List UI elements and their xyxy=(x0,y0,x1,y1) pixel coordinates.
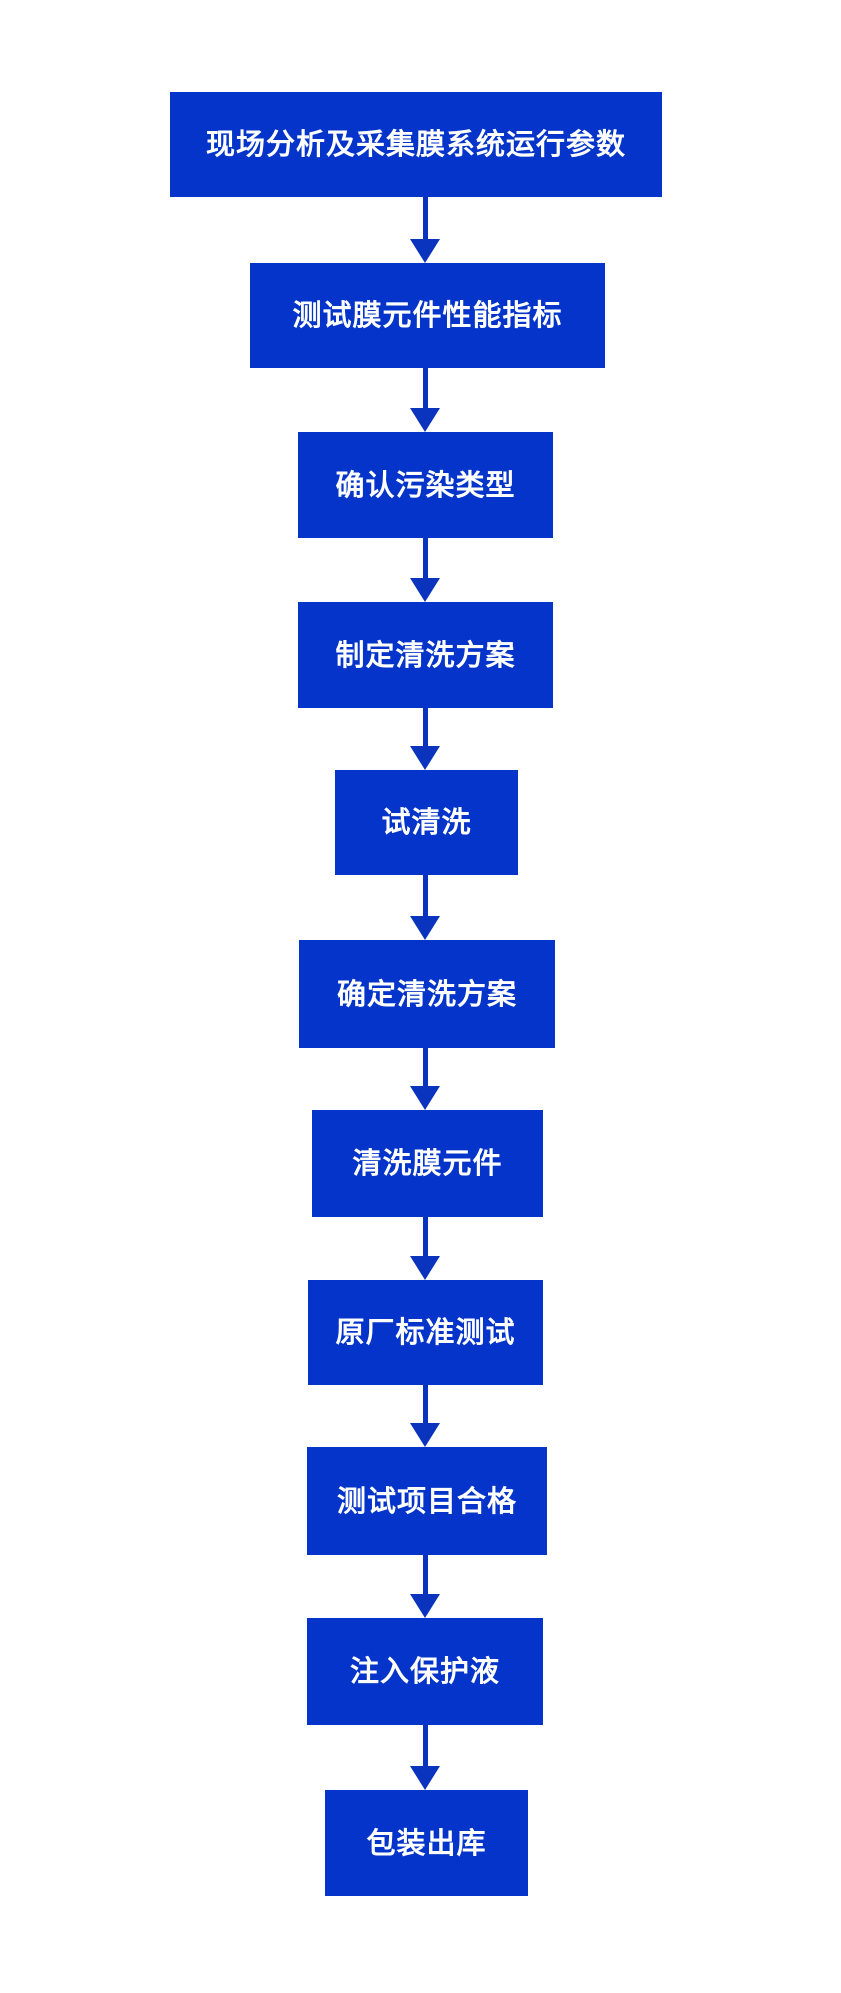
step-site-analysis: 现场分析及采集膜系统运行参数 xyxy=(170,92,662,197)
arrow-line xyxy=(422,368,428,408)
arrow-head xyxy=(410,1423,440,1447)
arrow-head xyxy=(410,1594,440,1618)
step-membrane-performance-test: 测试膜元件性能指标 xyxy=(250,263,605,368)
step-finalize-cleaning-plan: 确定清洗方案 xyxy=(299,940,555,1048)
step-factory-standard-test: 原厂标准测试 xyxy=(308,1280,543,1385)
arrow-down-icon xyxy=(410,1555,440,1618)
arrow-line xyxy=(422,875,428,916)
step-confirm-pollution-type: 确认污染类型 xyxy=(298,432,553,538)
step-trial-cleaning: 试清洗 xyxy=(335,770,518,875)
arrow-line xyxy=(422,1725,428,1766)
arrow-line xyxy=(422,1555,428,1594)
step-test-items-passed: 测试项目合格 xyxy=(307,1447,547,1555)
arrow-line xyxy=(422,538,428,578)
arrow-head xyxy=(410,1086,440,1110)
arrow-head xyxy=(410,239,440,263)
arrow-head xyxy=(410,746,440,770)
arrow-head xyxy=(410,1766,440,1790)
step-clean-membrane-element: 清洗膜元件 xyxy=(312,1110,543,1217)
arrow-head xyxy=(410,408,440,432)
arrow-down-icon xyxy=(410,1048,440,1110)
arrow-down-icon xyxy=(410,197,440,263)
arrow-line xyxy=(422,1048,428,1086)
arrow-head xyxy=(410,578,440,602)
arrow-down-icon xyxy=(410,1725,440,1790)
arrow-down-icon xyxy=(410,708,440,770)
arrow-down-icon xyxy=(410,875,440,940)
arrow-head xyxy=(410,1256,440,1280)
arrow-line xyxy=(422,1217,428,1256)
step-inject-protective-solution: 注入保护液 xyxy=(307,1618,543,1725)
arrow-down-icon xyxy=(410,368,440,432)
arrow-line xyxy=(422,197,428,239)
step-draft-cleaning-plan: 制定清洗方案 xyxy=(298,602,553,708)
arrow-line xyxy=(422,1385,428,1423)
arrow-down-icon xyxy=(410,538,440,602)
arrow-head xyxy=(410,916,440,940)
step-packaging-shipment: 包装出库 xyxy=(325,1790,528,1896)
arrow-down-icon xyxy=(410,1217,440,1280)
arrow-line xyxy=(422,708,428,746)
arrow-down-icon xyxy=(410,1385,440,1447)
